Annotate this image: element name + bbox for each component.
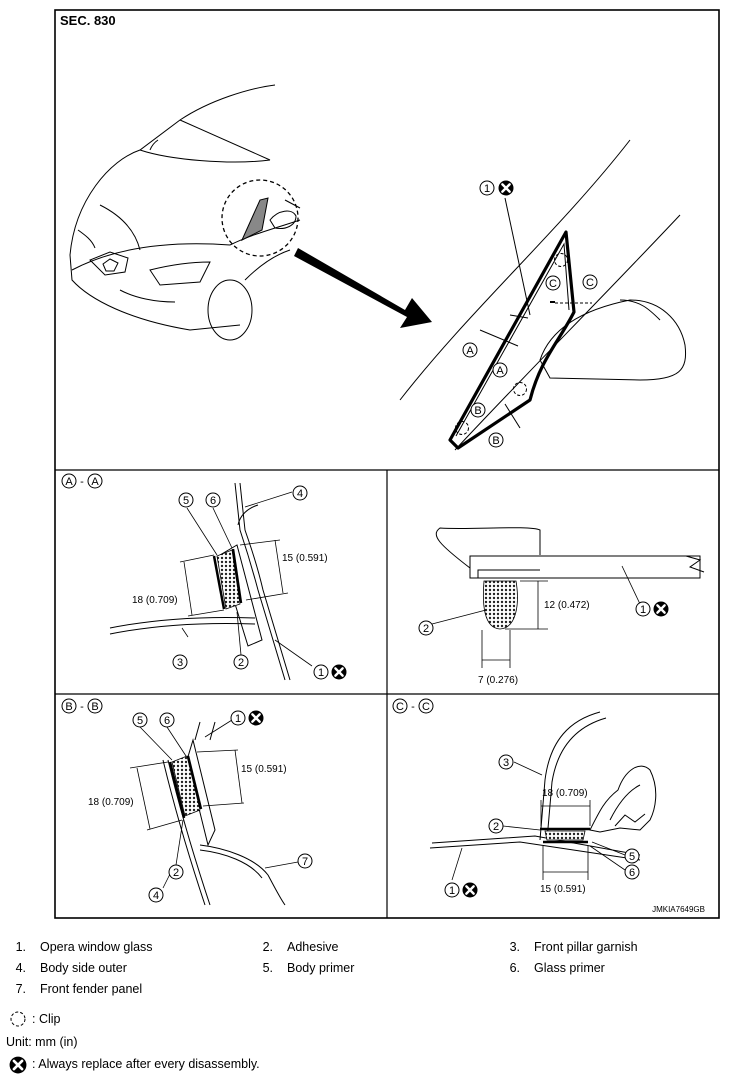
svg-text:B: B <box>474 405 481 417</box>
clip-note: : Clip <box>32 1012 61 1026</box>
legend-item-4: 4.Body side outer <box>15 961 127 975</box>
zoom-arrow <box>294 248 432 328</box>
replace-note: : Always replace after every disassembly… <box>32 1057 260 1071</box>
svg-text:6: 6 <box>164 715 170 727</box>
svg-text:1: 1 <box>484 183 490 195</box>
svg-text:A: A <box>91 476 99 488</box>
figure-code: JMKIA7649GB <box>652 905 705 914</box>
clip-legend-icon <box>10 1011 26 1027</box>
section-cc <box>429 711 657 861</box>
section-aa <box>109 482 291 681</box>
svg-text:2: 2 <box>423 623 429 635</box>
opera-window-detail <box>399 139 687 451</box>
svg-text:1: 1 <box>235 713 241 725</box>
replace-legend-icon <box>9 1056 27 1074</box>
aa-body-primer <box>212 555 226 610</box>
legend-item-7: 7.Front fender panel <box>15 982 143 996</box>
svg-text:18 (0.709): 18 (0.709) <box>132 595 178 606</box>
svg-text:B: B <box>492 435 499 447</box>
svg-text:15 (0.591): 15 (0.591) <box>241 764 287 775</box>
svg-text:4: 4 <box>297 488 303 500</box>
unit-note: Unit: mm (in) <box>6 1035 78 1049</box>
svg-text:1: 1 <box>640 604 646 616</box>
replace-icon <box>248 710 264 726</box>
svg-text:3: 3 <box>503 757 509 769</box>
svg-text:4: 4 <box>153 890 159 902</box>
replace-icon <box>498 180 514 196</box>
aa-adhesive <box>216 549 241 610</box>
svg-text:2: 2 <box>238 657 244 669</box>
svg-text:-: - <box>80 476 84 488</box>
svg-text:B: B <box>91 701 98 713</box>
svg-text:15 (0.591): 15 (0.591) <box>540 884 586 895</box>
svg-text:6: 6 <box>210 495 216 507</box>
edge-adhesive <box>483 580 518 630</box>
bb-adhesive <box>171 755 201 817</box>
clip-markers <box>455 253 568 435</box>
svg-text:3: 3 <box>177 657 183 669</box>
section-aa-title: A - A <box>61 473 103 489</box>
legend-item-5: 5.Body primer <box>262 961 355 975</box>
svg-text:15 (0.591): 15 (0.591) <box>282 553 328 564</box>
section-bb <box>162 721 286 906</box>
svg-text:C: C <box>586 277 594 289</box>
section-bb-title: B - B <box>61 698 103 714</box>
section-glass-edge <box>435 527 705 579</box>
svg-text:1: 1 <box>318 667 324 679</box>
replace-icon <box>331 664 347 680</box>
svg-text:5: 5 <box>137 715 143 727</box>
svg-text:5: 5 <box>183 495 189 507</box>
svg-text:6: 6 <box>629 867 635 879</box>
svg-text:2: 2 <box>493 821 499 833</box>
svg-text:B: B <box>65 701 72 713</box>
svg-text:18 (0.709): 18 (0.709) <box>542 788 588 799</box>
legend-item-1: 1.Opera window glass <box>15 940 153 954</box>
svg-text:7: 7 <box>302 856 308 868</box>
section-label: SEC. 830 <box>60 13 116 28</box>
top-callouts: 1 A A B B C C <box>462 180 598 448</box>
legend-item-6: 6.Glass primer <box>509 961 605 975</box>
svg-text:-: - <box>80 701 84 713</box>
section-lines <box>479 197 592 429</box>
cc-adhesive <box>544 830 586 841</box>
svg-text:12 (0.472): 12 (0.472) <box>544 600 590 611</box>
section-cc-title: C - C <box>392 698 434 714</box>
bb-body-primer <box>168 761 186 819</box>
replace-icon <box>462 882 478 898</box>
detail-circle <box>221 179 299 257</box>
bb-glass-primer <box>186 755 203 810</box>
replace-icon <box>653 601 669 617</box>
svg-text:18 (0.709): 18 (0.709) <box>88 797 134 808</box>
svg-text:C: C <box>396 701 404 713</box>
svg-text:2: 2 <box>173 867 179 879</box>
svg-text:A: A <box>496 365 504 377</box>
aa-glass-primer <box>231 548 243 604</box>
svg-text:7 (0.276): 7 (0.276) <box>478 675 518 686</box>
car-overview <box>69 84 301 341</box>
svg-text:5: 5 <box>629 851 635 863</box>
svg-text:-: - <box>411 701 415 713</box>
svg-text:A: A <box>466 345 474 357</box>
svg-text:A: A <box>65 476 73 488</box>
svg-text:C: C <box>422 701 430 713</box>
svg-text:C: C <box>549 278 557 290</box>
legend-item-2: 2.Adhesive <box>262 940 339 954</box>
svg-text:1: 1 <box>449 885 455 897</box>
legend-item-3: 3.Front pillar garnish <box>509 940 638 954</box>
